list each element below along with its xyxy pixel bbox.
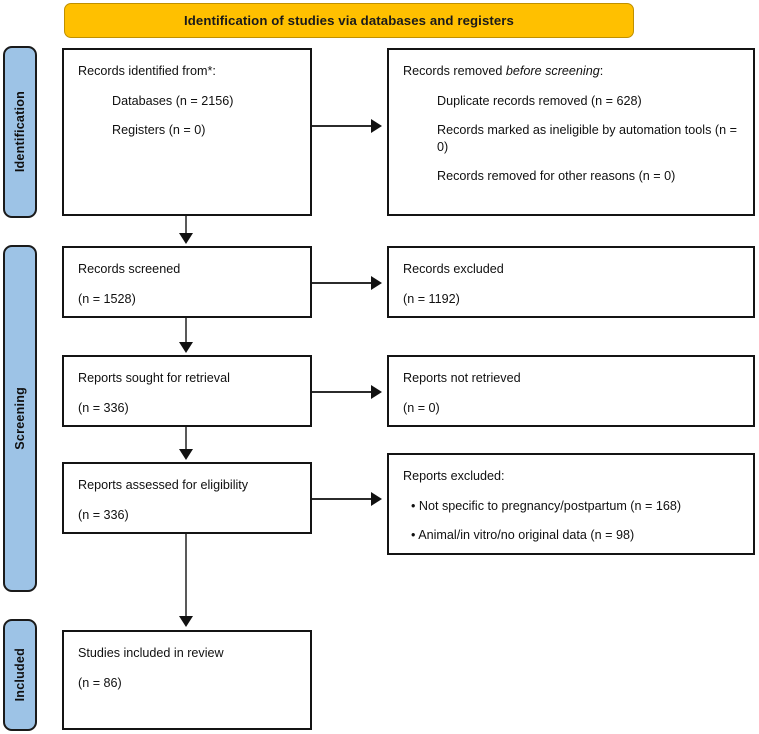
arrow-screened-to-excluded-icon bbox=[371, 276, 382, 290]
box-records-removed-before-screening: Records removed before screening: Duplic… bbox=[387, 48, 755, 216]
connector-assessed-to-included bbox=[185, 534, 187, 618]
records-identified-heading: Records identified from*: bbox=[78, 64, 216, 78]
arrow-sought-to-not-retrieved-icon bbox=[371, 385, 382, 399]
records-removed-heading: Records removed before screening: bbox=[403, 63, 739, 80]
records-removed-heading-post: : bbox=[599, 64, 604, 78]
box-records-excluded: Records excluded (n = 1192) bbox=[387, 246, 755, 318]
studies-included-count: (n = 86) bbox=[78, 675, 122, 690]
box-records-identified: Records identified from*: Databases (n =… bbox=[62, 48, 312, 216]
connector-identified-to-screened bbox=[185, 216, 187, 235]
studies-included-label: Studies included in review bbox=[78, 646, 224, 660]
phase-tab-identification-label: Identification bbox=[13, 91, 27, 173]
connector-identified-to-removed bbox=[312, 125, 371, 127]
records-removed-heading-pre: Records removed bbox=[403, 64, 506, 78]
records-removed-other: Records removed for other reasons (n = 0… bbox=[437, 169, 676, 184]
reports-assessed-count: (n = 336) bbox=[78, 507, 129, 522]
records-removed-duplicates: Duplicate records removed (n = 628) bbox=[437, 93, 642, 108]
records-excluded-count: (n = 1192) bbox=[403, 291, 460, 306]
phase-tab-identification: Identification bbox=[3, 46, 37, 218]
arrow-screened-to-sought-icon bbox=[179, 342, 193, 353]
box-reports-not-retrieved: Reports not retrieved (n = 0) bbox=[387, 355, 755, 427]
box-reports-assessed-for-eligibility: Reports assessed for eligibility (n = 33… bbox=[62, 462, 312, 534]
records-identified-registers: Registers (n = 0) bbox=[112, 123, 206, 138]
phase-tab-included: Included bbox=[3, 619, 37, 731]
phase-tab-screening: Screening bbox=[3, 245, 37, 592]
diagram-banner-title: Identification of studies via databases … bbox=[64, 3, 634, 38]
box-records-screened: Records screened (n = 1528) bbox=[62, 246, 312, 318]
reports-not-retrieved-label: Reports not retrieved bbox=[403, 371, 521, 385]
reports-excluded-reason-2: • Animal/in vitro/no original data (n = … bbox=[411, 528, 635, 543]
reports-sought-count: (n = 336) bbox=[78, 400, 129, 415]
phase-tab-screening-label: Screening bbox=[13, 387, 27, 450]
connector-sought-to-assessed bbox=[185, 427, 187, 451]
records-removed-automation: Records marked as ineligible by automati… bbox=[437, 123, 737, 154]
reports-assessed-label: Reports assessed for eligibility bbox=[78, 478, 249, 492]
arrow-identified-to-removed-icon bbox=[371, 119, 382, 133]
arrow-sought-to-assessed-icon bbox=[179, 449, 193, 460]
records-removed-heading-emphasis: before screening bbox=[505, 64, 600, 78]
box-reports-excluded: Reports excluded: • Not specific to preg… bbox=[387, 453, 755, 555]
reports-excluded-reason-1: • Not specific to pregnancy/postpartum (… bbox=[411, 498, 682, 513]
connector-sought-to-not-retrieved bbox=[312, 391, 371, 393]
box-reports-sought-for-retrieval: Reports sought for retrieval (n = 336) bbox=[62, 355, 312, 427]
banner-label: Identification of studies via databases … bbox=[184, 13, 514, 28]
arrow-identified-to-screened-icon bbox=[179, 233, 193, 244]
reports-not-retrieved-count: (n = 0) bbox=[403, 400, 440, 415]
records-identified-databases: Databases (n = 2156) bbox=[112, 93, 234, 108]
connector-screened-to-excluded bbox=[312, 282, 371, 284]
records-screened-label: Records screened bbox=[78, 262, 181, 276]
records-screened-count: (n = 1528) bbox=[78, 291, 136, 306]
box-studies-included-in-review: Studies included in review (n = 86) bbox=[62, 630, 312, 730]
connector-screened-to-sought bbox=[185, 318, 187, 344]
reports-sought-label: Reports sought for retrieval bbox=[78, 371, 230, 385]
phase-tab-included-label: Included bbox=[13, 648, 27, 702]
connector-assessed-to-reports-excluded bbox=[312, 498, 371, 500]
arrow-assessed-to-reports-excluded-icon bbox=[371, 492, 382, 506]
reports-excluded-heading: Reports excluded: bbox=[403, 469, 505, 483]
records-excluded-label: Records excluded bbox=[403, 262, 504, 276]
arrow-assessed-to-included-icon bbox=[179, 616, 193, 627]
